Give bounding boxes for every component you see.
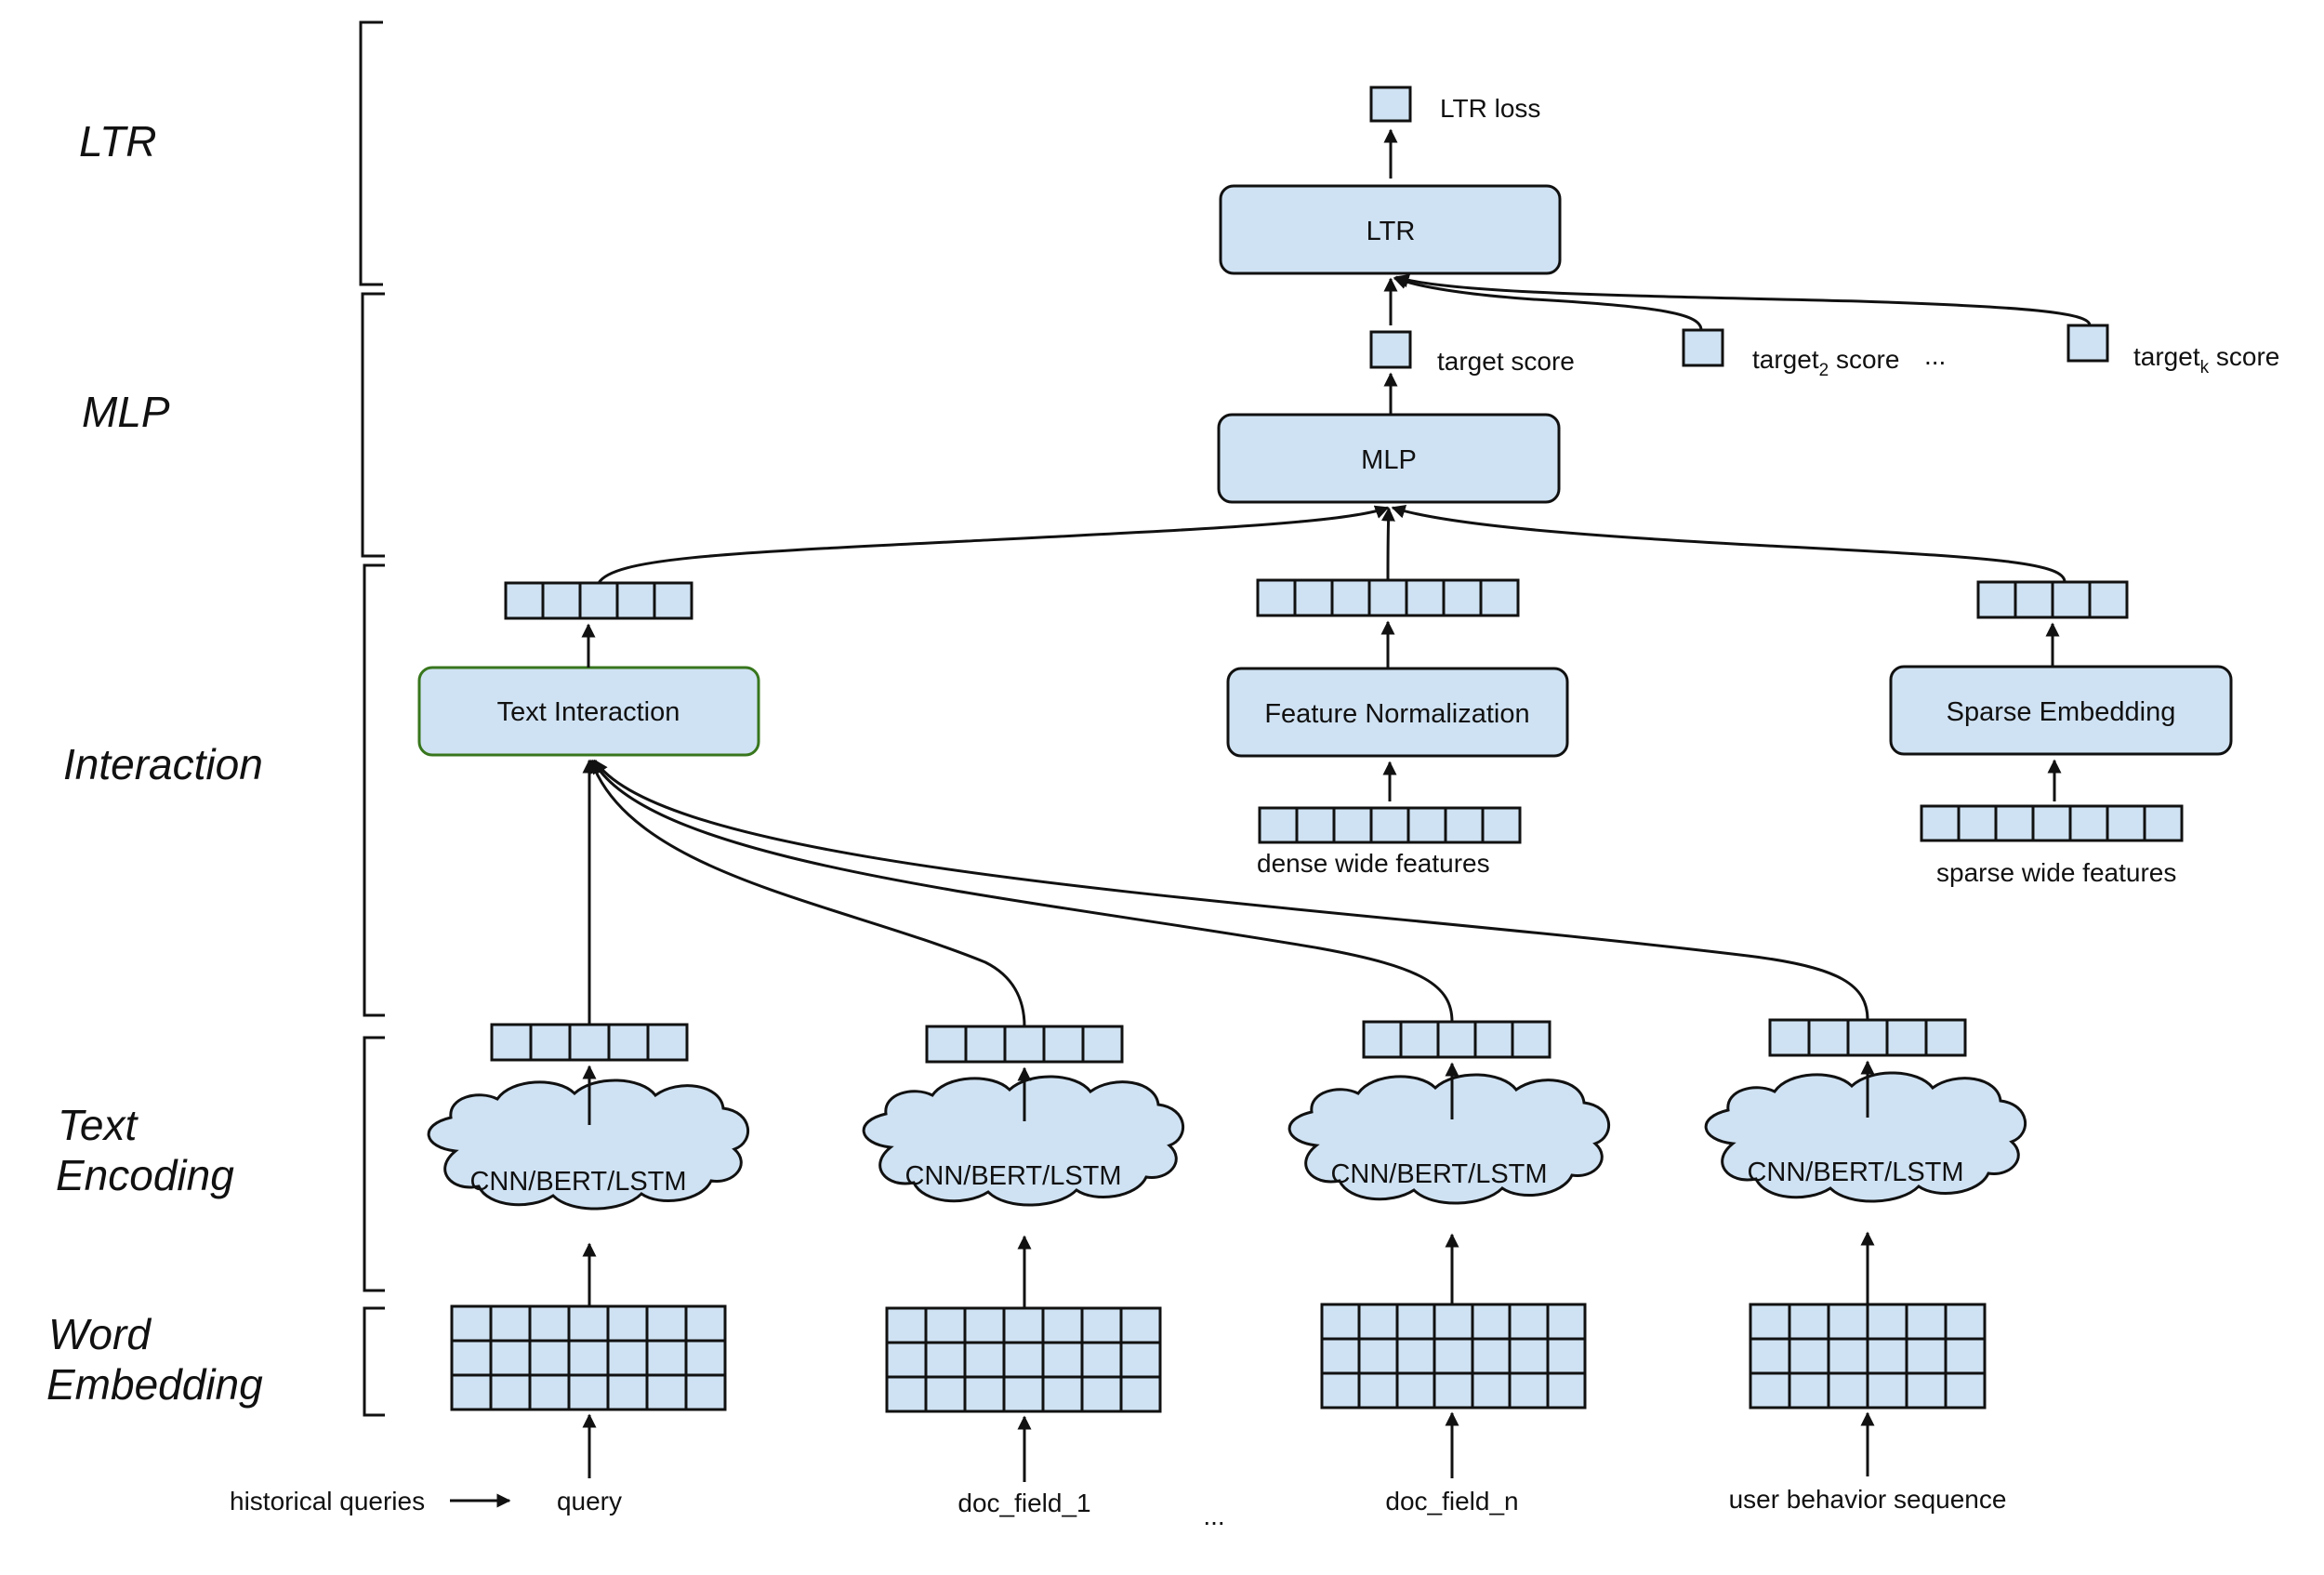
text-interaction-output-vector (504, 581, 693, 620)
cnn-label-user-behavior: CNN/BERT/LSTM (1747, 1158, 1963, 1187)
doc-field-1-encoding-vector (925, 1025, 1124, 1064)
cnn-cloud-query (427, 1079, 749, 1211)
level-label-text-encoding-1: Text (58, 1101, 139, 1149)
feature-normalization-output-vector (1256, 578, 1520, 617)
feature-normalization-label: Feature Normalization (1264, 699, 1529, 729)
ltr-loss-square (1369, 86, 1412, 123)
arrow-user-behavior-to-text-interaction (593, 759, 1869, 1021)
arrow-doc-field-n-to-text-interaction (591, 759, 1454, 1023)
targetk-suffix: score (2209, 342, 2279, 371)
cnn-label-doc-field-1: CNN/BERT/LSTM (905, 1161, 1121, 1191)
user-behavior-sequence-label: user behavior sequence (1729, 1485, 2007, 1514)
bracket-text-encoding (363, 1036, 385, 1292)
bracket-ltr (359, 20, 383, 286)
level-label-word-embedding-1: Word (48, 1310, 152, 1358)
level-label-interaction: Interaction (63, 740, 263, 788)
level-label-word-embedding-2: Embedding (46, 1360, 263, 1409)
arrow-doc-field-1-to-text-interaction (588, 759, 1026, 1027)
query-label: query (557, 1487, 622, 1515)
user-behavior-embedding-grid (1749, 1303, 1987, 1410)
cnn-label-query: CNN/BERT/LSTM (469, 1167, 686, 1197)
target2-prefix: target (1752, 345, 1819, 374)
sparse-embedding-label: Sparse Embedding (1947, 697, 2176, 727)
cnn-cloud-doc-field-n (1287, 1073, 1610, 1205)
sparse-embedding-box (1889, 665, 2233, 756)
arrow-text-vector-to-mlp (597, 505, 1390, 584)
query-encoding-vector (490, 1023, 689, 1062)
user-behavior-encoding-vector (1768, 1018, 1967, 1057)
target-score-label: target score (1437, 347, 1575, 376)
doc-field-1-label: doc_field_1 (957, 1489, 1090, 1517)
mlp-box-label: MLP (1361, 445, 1417, 475)
target2-subscript: 2 (1819, 361, 1829, 380)
targetk-subscript: k (2200, 358, 2210, 377)
arrow-target2-to-ltr (1393, 275, 1703, 331)
bracket-word-embedding (363, 1306, 385, 1417)
doc-field-n-label: doc_field_n (1385, 1487, 1518, 1515)
sparse-wide-features-vector (1920, 804, 2184, 842)
level-label-ltr: LTR (79, 117, 157, 165)
feature-normalization-box (1226, 667, 1569, 758)
doc-field-n-embedding-grid (1320, 1303, 1587, 1410)
target2-score-label: target2 score (1752, 345, 1899, 380)
cnn-cloud-user-behavior (1704, 1071, 2027, 1203)
bracket-mlp (361, 292, 385, 558)
targets-ellipsis: ... (1924, 341, 1946, 370)
target-score-square (1369, 330, 1412, 369)
target2-suffix: score (1829, 345, 1899, 374)
bracket-interaction (363, 563, 385, 1017)
cnn-cloud-doc-field-1 (862, 1075, 1184, 1207)
ltr-box-label: LTR (1367, 217, 1416, 246)
historical-queries-label: historical queries (230, 1487, 425, 1515)
targetk-prefix: target (2133, 342, 2200, 371)
mlp-box (1217, 413, 1561, 504)
ltr-loss-label: LTR loss (1440, 94, 1540, 123)
level-label-text-encoding-2: Encoding (56, 1151, 234, 1199)
arrow-sparse-vector-to-mlp (1391, 504, 2067, 583)
arrow-targetk-to-ltr (1394, 273, 2092, 326)
target2-score-square (1682, 328, 1724, 367)
sparse-wide-features-label: sparse wide features (1936, 858, 2176, 887)
doc-field-1-embedding-grid (885, 1306, 1162, 1413)
cnn-label-doc-field-n: CNN/BERT/LSTM (1330, 1159, 1547, 1189)
doc-field-n-encoding-vector (1362, 1020, 1552, 1059)
targetk-score-label: targetk score (2133, 342, 2279, 377)
inputs-ellipsis: ... (1203, 1502, 1224, 1530)
dense-wide-features-label: dense wide features (1257, 849, 1490, 878)
level-label-mlp: MLP (82, 388, 170, 436)
sparse-embedding-output-vector (1976, 580, 2129, 619)
arrow-feature-vector-to-mlp (1380, 507, 1395, 581)
dense-wide-features-vector (1258, 806, 1522, 844)
targetk-score-square (2067, 324, 2109, 363)
query-embedding-grid (450, 1304, 727, 1411)
text-interaction-label: Text Interaction (497, 697, 680, 727)
ltr-box (1219, 184, 1562, 275)
